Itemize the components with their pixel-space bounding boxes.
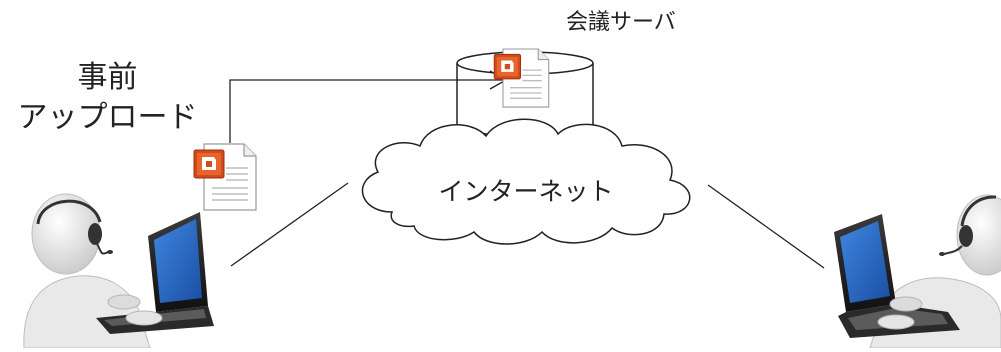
link-left-to-cloud: [230, 182, 349, 267]
internet-cloud: [361, 118, 691, 245]
person-with-laptop: [23, 193, 214, 349]
internet-label: インターネット: [438, 177, 614, 206]
upload-label-line1: 事前: [77, 60, 138, 95]
person-with-laptop: [834, 194, 1001, 349]
upload-label-line2: アップロード: [17, 100, 198, 135]
link-cloud-to-right: [707, 184, 825, 269]
server-label: 会議サーバ: [566, 10, 676, 35]
presentation-file-icon: [193, 143, 257, 211]
upload-label: 事前 アップロード: [0, 58, 215, 138]
